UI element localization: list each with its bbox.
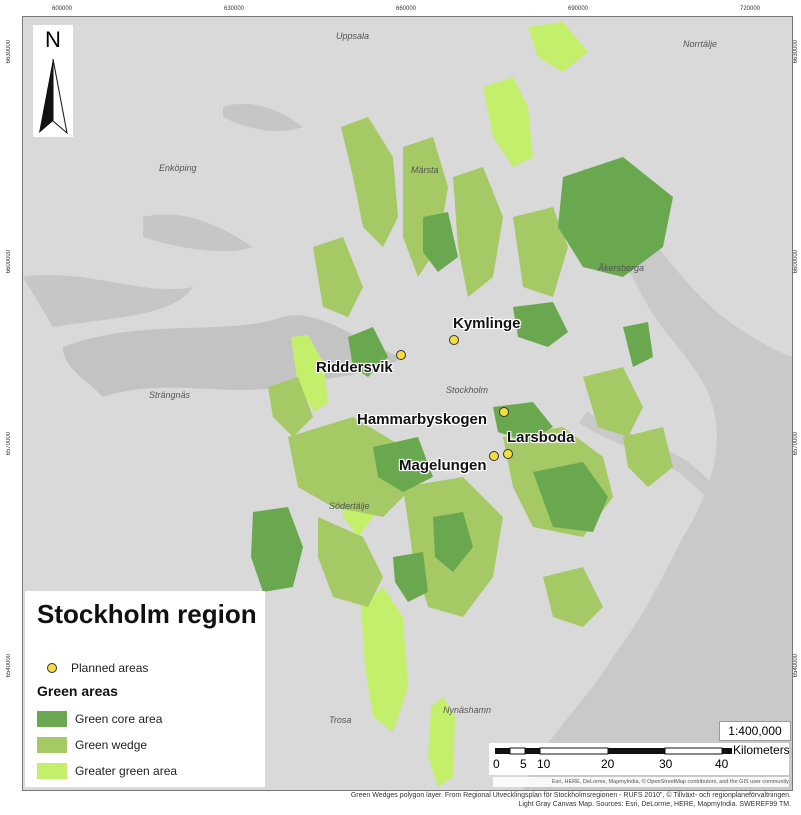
legend-item-green-core: Green core area [37,711,162,727]
green-core-area [393,552,428,602]
map-legend: Stockholm region Planned areas Green are… [25,591,265,787]
grid-tick-top: 660000 [396,6,417,12]
greater-green-area [291,335,328,412]
city-akersberga: Åkersberga [598,263,645,273]
legend-swatch [37,711,67,727]
lake-north [223,103,303,132]
scale-tick-label: 10 [537,757,551,771]
green-core-area [251,507,303,592]
grid-tick-top: 720000 [740,6,761,12]
north-letter: N [45,27,61,52]
legend-item-green-wedge: Green wedge [37,737,147,753]
site-marker-larsboda[interactable] [503,449,513,459]
city-trosa: Trosa [329,715,352,725]
sea-channel [579,411,770,581]
scale-tick-label: 40 [715,757,729,771]
lake-malaren-west [23,274,193,327]
site-label-hammarbyskogen: Hammarbyskogen [357,411,488,428]
city-marsta: Märsta [411,165,439,175]
legend-label: Green wedge [75,738,148,752]
map-canvas[interactable]: N Uppsala Norrtälje Enköping Märsta Åker… [22,16,793,791]
green-core-area [348,327,388,377]
legend-title: Stockholm region [37,599,257,629]
city-norrtalje: Norrtälje [683,39,718,49]
grid-tick-top: 600000 [52,6,73,12]
greater-green-area [528,22,588,72]
scale-tick-label: 30 [659,757,673,771]
basemap [23,22,792,790]
site-marker-magelungen[interactable] [489,451,499,461]
planned-area-icon [47,663,57,673]
greater-green-area [483,77,533,167]
city-enkoping: Enköping [159,163,197,173]
greater-green-area [361,587,408,732]
site-label-kymlinge: Kymlinge [453,315,521,332]
legend-label: Planned areas [71,661,149,675]
scale-tick-label: 0 [493,757,500,771]
green-wedge [543,567,603,627]
green-core-area [433,512,473,572]
baltic-sea [523,167,792,790]
legend-item-greater-green: Greater green area [37,763,177,779]
grid-tick-left: 6630000 [6,40,12,64]
grid-tick-left: 6570000 [6,432,12,456]
green-core-area [623,322,653,367]
site-label-riddersvik: Riddersvik [316,359,393,376]
site-label-magelungen: Magelungen [399,457,487,474]
scale-ratio: 1:400,000 [719,721,791,741]
grid-tick-left: 6600000 [6,250,12,274]
legend-subheading: Green areas [37,683,118,699]
green-wedge [583,367,643,437]
city-stockholm: Stockholm [446,385,489,395]
green-wedge [288,417,413,517]
green-wedge [341,117,398,247]
credits-line: Light Gray Canvas Map. Sources: Esri, De… [518,801,791,808]
lake-small [143,214,253,252]
legend-label: Greater green area [75,764,178,778]
grid-tick-top: 690000 [568,6,589,12]
green-wedge [453,167,503,297]
city-strangnas: Strängnäs [149,390,191,400]
city-nynashamn: Nynäshamn [443,705,492,715]
grid-tick-left: 6540000 [6,654,12,678]
credits-line: Green Wedges polygon layer. From Regiona… [350,792,791,799]
north-arrow: N [33,25,73,137]
green-wedge [313,237,363,317]
scale-bar-graphic [495,747,732,755]
grid-tick-right: 6540000 [793,654,799,678]
green-wedge [623,427,673,487]
site-marker-hammarbyskogen[interactable] [499,407,509,417]
scale-tick-label: 20 [601,757,615,771]
green-core-area [558,157,673,277]
grid-tick-right: 6600000 [793,250,799,274]
grid-tick-right: 6630000 [793,40,799,64]
map-credits: Green Wedges polygon layer. From Regiona… [191,791,791,809]
scale-units: Kilometers [733,743,790,757]
scale-bar: Kilometers 0 5 10 20 30 40 [489,743,790,775]
green-core-area [423,212,458,272]
green-core-area [373,437,433,492]
green-core-area [533,462,608,532]
grid-tick-right: 6570000 [793,432,799,456]
north-arrow-icon [39,58,68,135]
legend-item-planned: Planned areas [37,661,148,675]
legend-swatch [37,737,67,753]
city-uppsala: Uppsala [336,31,370,41]
green-wedge [318,517,383,607]
green-core-area [513,302,568,347]
scale-tick-label: 5 [520,757,527,771]
legend-label: Green core area [75,712,163,726]
green-wedge [513,207,568,297]
legend-swatch [37,763,67,779]
site-marker-kymlinge[interactable] [449,335,459,345]
site-label-larsboda: Larsboda [507,429,575,446]
city-sodertalje: Södertälje [329,501,370,511]
site-marker-riddersvik[interactable] [396,350,406,360]
basemap-attribution: Esri, HERE, DeLorme, MapmyIndia, © OpenS… [493,777,789,787]
greater-green-area [428,697,455,787]
green-wedge [268,377,313,437]
grid-tick-top: 630000 [224,6,245,12]
